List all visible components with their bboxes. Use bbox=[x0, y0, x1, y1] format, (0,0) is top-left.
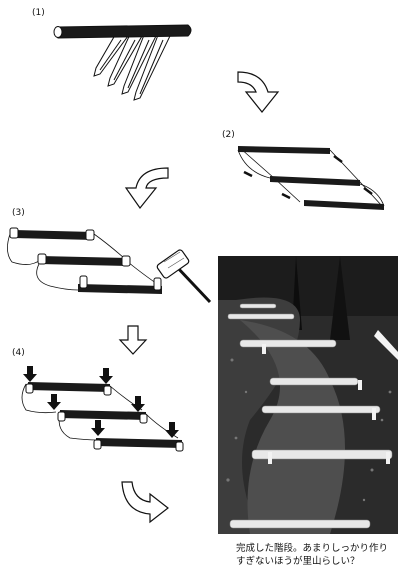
curved-arrow-icon bbox=[124, 167, 169, 210]
curved-arrow-icon bbox=[237, 71, 280, 113]
step-1-log-and-stakes bbox=[53, 24, 192, 101]
stake-icon bbox=[9, 227, 162, 291]
step-2-label: (2) bbox=[222, 130, 235, 140]
photo-step-logs bbox=[227, 303, 393, 529]
photo-finished-stairs bbox=[218, 256, 398, 534]
caption-line-2: すぎないほうが里山らしい？ bbox=[236, 556, 360, 567]
mallet-icon bbox=[156, 249, 212, 304]
down-arrow-icon bbox=[23, 366, 179, 438]
step-1-label: (1) bbox=[32, 8, 45, 18]
stake-icon bbox=[25, 383, 184, 452]
step-4-layout bbox=[21, 366, 184, 452]
photo-stakes bbox=[262, 344, 390, 464]
step-3-label: (3) bbox=[12, 208, 25, 218]
log bbox=[55, 24, 192, 39]
step-4-label: (4) bbox=[12, 348, 25, 358]
caption-line-1: 完成した階段。あまりしっかり作り bbox=[236, 543, 389, 554]
stake-icon bbox=[93, 29, 171, 101]
photo-caption: 完成した階段。あまりしっかり作り すぎないほうが里山らしい？ bbox=[236, 542, 398, 568]
step-2-layout bbox=[237, 146, 385, 210]
photo-leaves bbox=[226, 358, 392, 502]
curved-arrow-icon bbox=[121, 481, 169, 524]
down-arrow-icon bbox=[118, 325, 148, 355]
step-3-layout bbox=[7, 227, 212, 304]
stake-icon bbox=[243, 155, 373, 200]
